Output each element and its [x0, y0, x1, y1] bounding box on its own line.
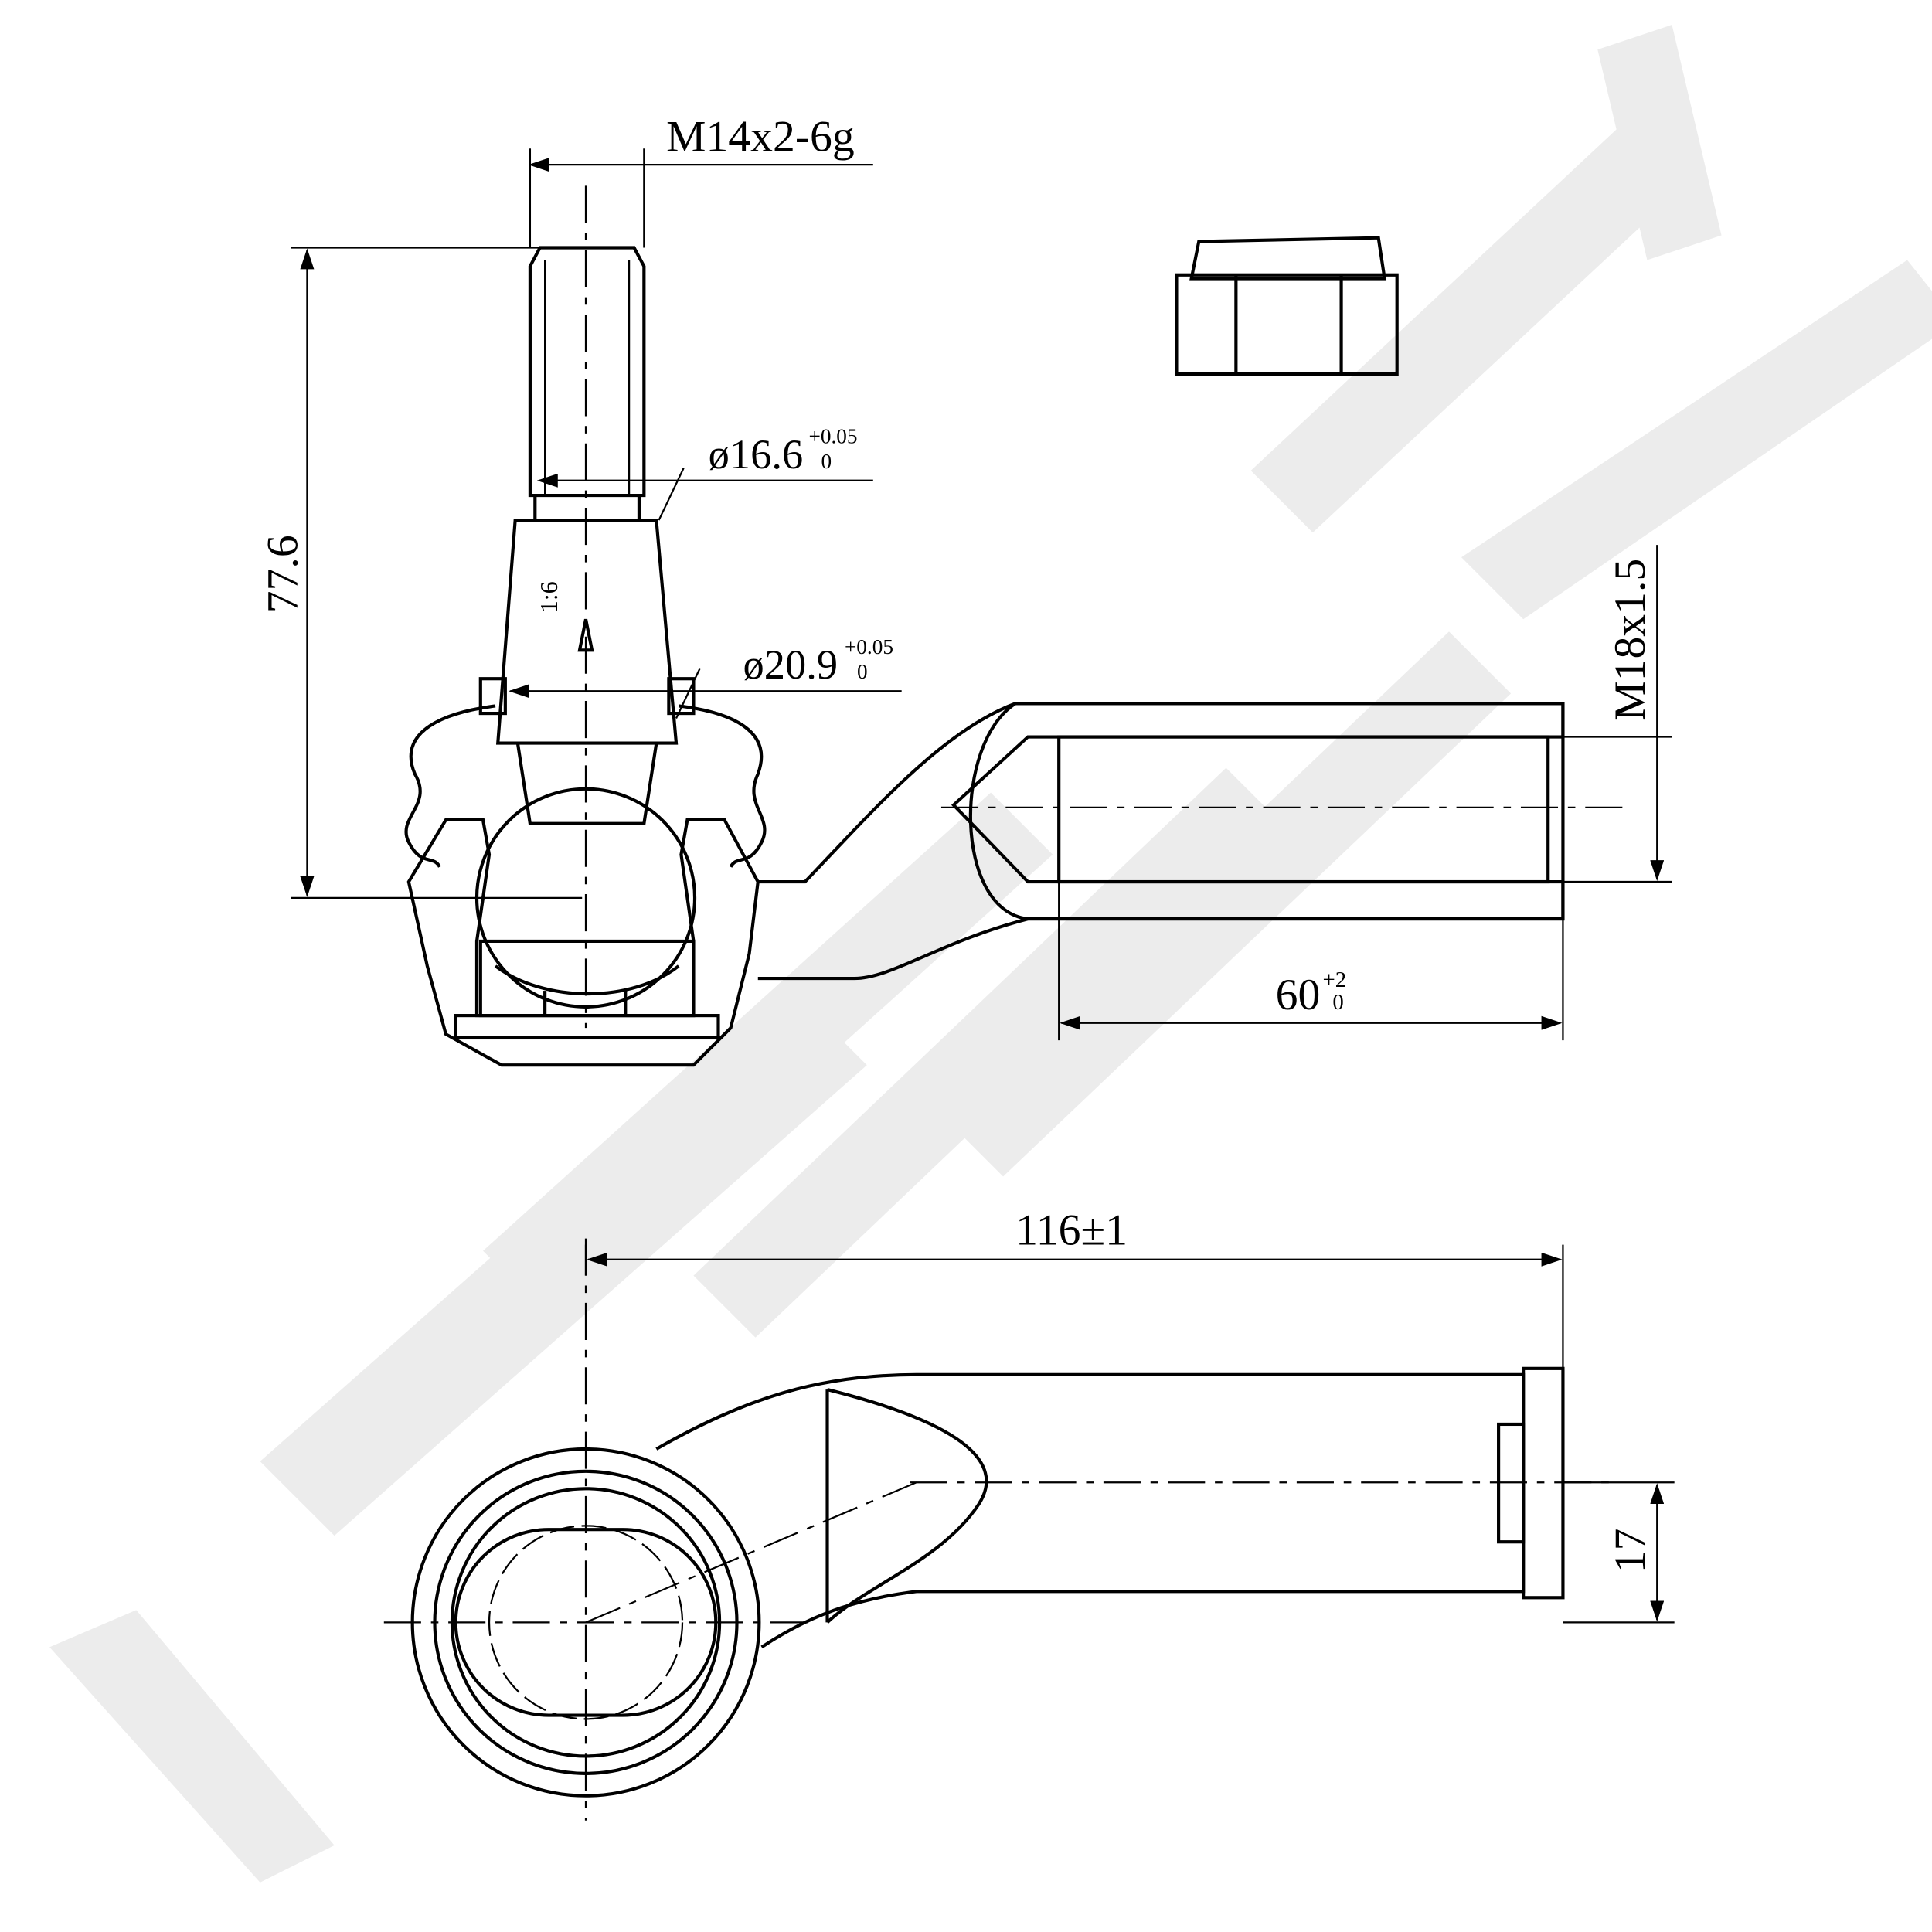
length-label: 116±1	[1015, 1206, 1128, 1255]
dia-lower-label: ø20.9	[743, 641, 838, 688]
dimension-lines	[291, 148, 1675, 1624]
internal-thread-label: M18x1.5	[1606, 559, 1655, 721]
thread-depth-label: 60	[1276, 971, 1321, 1019]
height-label: 77.6	[259, 535, 308, 613]
thread-depth-lower-tol: 0	[1332, 990, 1343, 1015]
dia-upper-label: ø16.6	[709, 430, 804, 478]
housing-section	[404, 677, 767, 1067]
arm-and-sleeve-section	[757, 702, 1623, 981]
dia-lower-upper-tol: +0.05	[845, 635, 893, 658]
taper-label: 1:6	[535, 581, 563, 613]
ball-stud: 1:6	[474, 185, 697, 1029]
offset-label: 17	[1606, 1529, 1655, 1573]
nut-drawing	[1175, 236, 1399, 376]
watermark	[49, 25, 1932, 1883]
thread-depth-upper-tol: +2	[1323, 968, 1347, 992]
stud-thread-label: M14x2-6g	[666, 113, 855, 162]
dia-lower-lower-tol: 0	[857, 660, 868, 683]
dia-upper-lower-tol: 0	[821, 450, 832, 473]
top-view	[383, 1238, 1611, 1821]
dia-upper-upper-tol: +0.05	[808, 425, 857, 448]
